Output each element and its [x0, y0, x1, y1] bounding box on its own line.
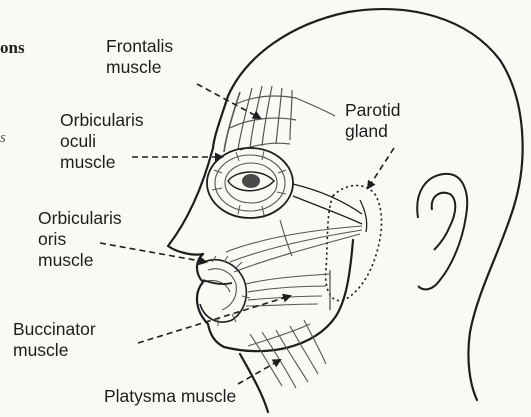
- parotid-leader: [368, 148, 394, 188]
- parotid-gland-label: Parotid gland: [345, 100, 400, 142]
- ear: [417, 174, 467, 290]
- temporal-fascia: [293, 184, 367, 232]
- platysma-muscle: [248, 320, 326, 388]
- frontalis-leader: [197, 84, 260, 118]
- cheek-muscles: [226, 220, 362, 272]
- buccinator-muscle: [246, 270, 330, 310]
- platysma-muscle-label: Platysma muscle: [104, 386, 236, 407]
- buccinator-muscle-label: Buccinator muscle: [13, 319, 96, 361]
- frontalis-muscle: [224, 86, 335, 152]
- orbicularis-oculi-label: Orbicularis oculi muscle: [60, 110, 144, 173]
- orbicularis-oculi-muscle: [207, 148, 293, 218]
- orbicularis-oris-label: Orbicularis oris muscle: [38, 208, 122, 271]
- frontalis-muscle-label: Frontalis muscle: [106, 36, 173, 78]
- cut-off-heading-fragment: ons: [0, 38, 25, 58]
- head-outline: [168, 9, 523, 412]
- cut-off-text-fragment: s: [0, 130, 6, 147]
